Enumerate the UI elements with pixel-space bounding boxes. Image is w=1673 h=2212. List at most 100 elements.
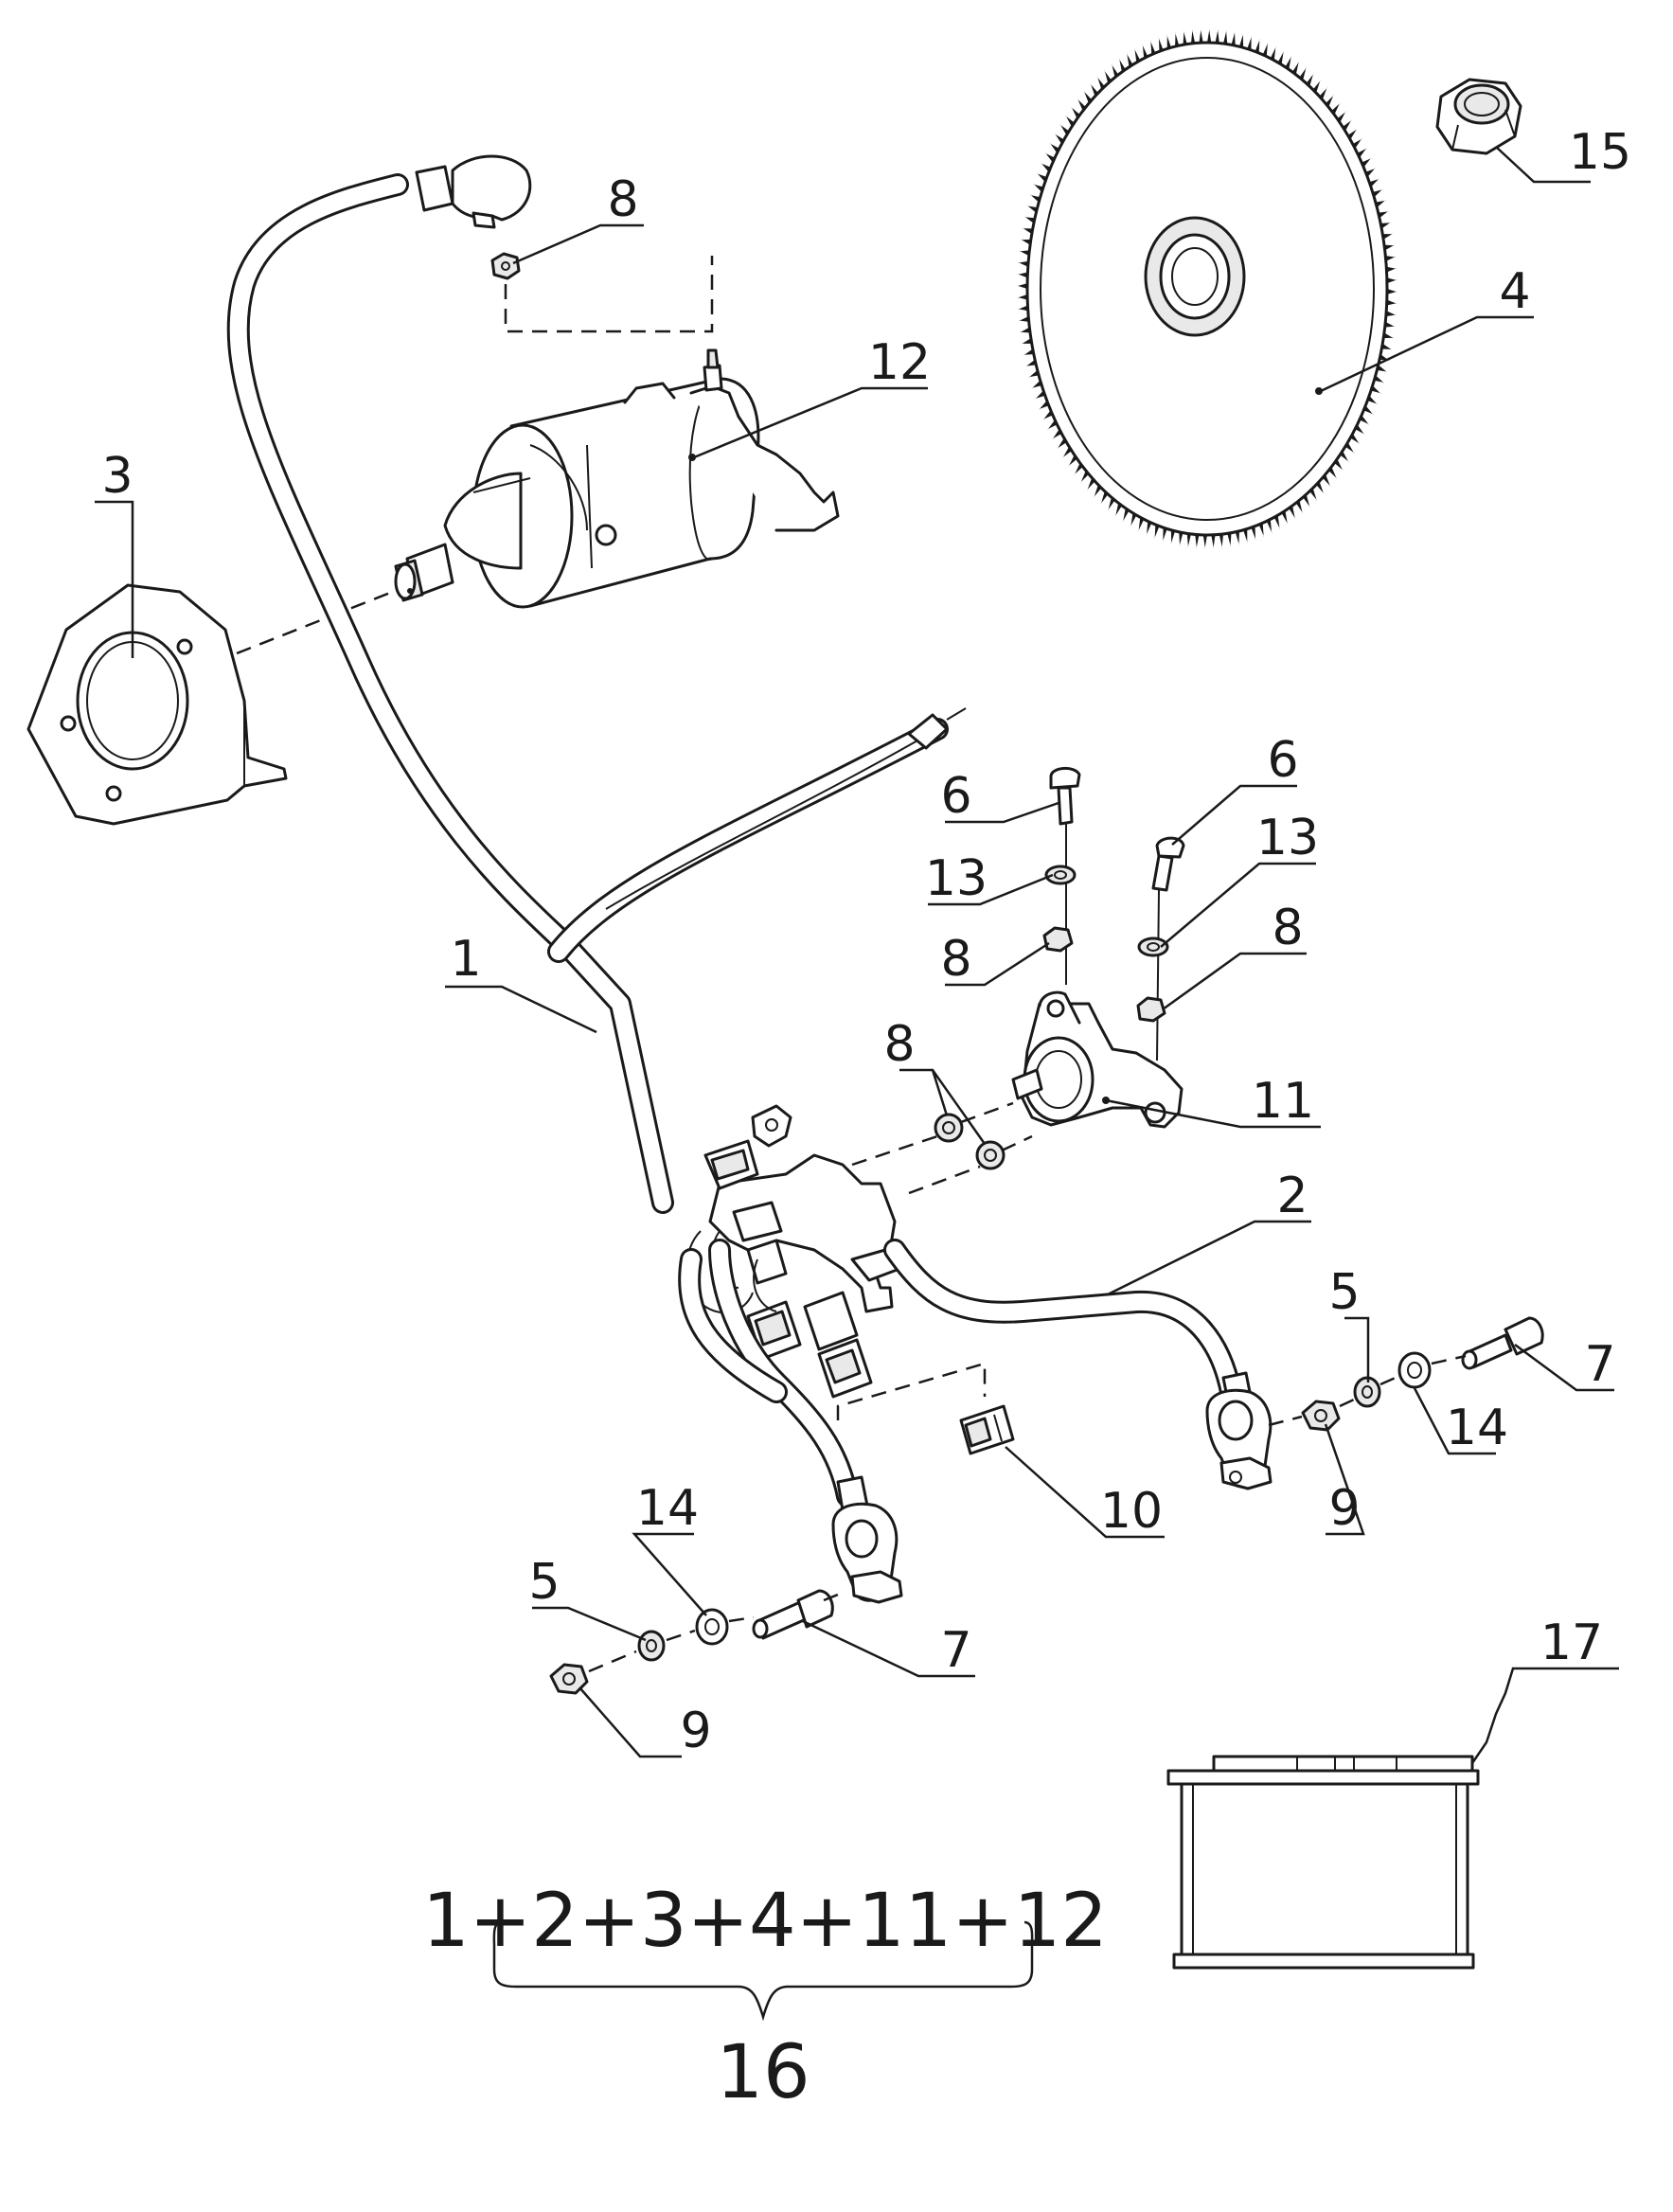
- gear-tooth: [1018, 305, 1028, 312]
- gear-tooth: [1114, 503, 1122, 517]
- gear-tooth: [1019, 250, 1030, 257]
- solenoid-axis-dash-a: [851, 1101, 1014, 1167]
- callout-6-left: 6: [940, 768, 971, 825]
- gear-tooth: [1018, 260, 1029, 267]
- callout-8-left-stack: 8: [940, 931, 971, 988]
- callout-13-right: 13: [1256, 810, 1319, 866]
- fuse-dash: [836, 1362, 987, 1420]
- callout-13-left: 13: [925, 850, 988, 907]
- gear-tooth: [1374, 375, 1384, 384]
- callout-labels: 1 2 3 4 5 5 6 6 7 7 8 8 8 8 9 9 10 11 12…: [101, 124, 1631, 1759]
- gear-tooth: [1231, 31, 1236, 46]
- part-6-13-8-stack-left: [1042, 767, 1081, 985]
- leader-lines: [95, 146, 1619, 1764]
- callout-5-left: 5: [528, 1554, 560, 1611]
- gear-tooth: [1019, 316, 1029, 322]
- gear-tooth: [1386, 299, 1397, 306]
- gear-tooth: [1158, 37, 1164, 52]
- gear-tooth: [1385, 256, 1396, 261]
- gear-tooth: [1281, 510, 1289, 525]
- gear-tooth: [1262, 43, 1269, 57]
- gear-tooth: [1166, 34, 1171, 49]
- part-12-starter-motor: [394, 348, 840, 609]
- gear-tooth: [1031, 380, 1042, 389]
- part-3-bracket: [27, 583, 288, 826]
- gear-tooth: [1285, 56, 1292, 70]
- gear-tooth: [1207, 28, 1212, 44]
- gear-tooth: [1386, 289, 1397, 294]
- callout-5-right: 5: [1328, 1264, 1360, 1321]
- gear-tooth: [1223, 30, 1228, 45]
- part-4-flywheel: [1017, 28, 1397, 549]
- gear-tooth: [1384, 321, 1396, 328]
- callout-8-right-stack: 8: [1272, 900, 1303, 956]
- gear-tooth: [1266, 519, 1273, 533]
- gear-tooth: [1235, 530, 1239, 545]
- gear-tooth: [1215, 29, 1219, 44]
- callout-17: 17: [1540, 1614, 1603, 1671]
- nut-to-terminal-dash: [504, 256, 714, 333]
- callout-1: 1: [450, 931, 481, 988]
- gear-tooth: [1023, 348, 1034, 356]
- gear-tooth: [1385, 311, 1397, 317]
- gear-tooth: [1202, 534, 1207, 549]
- gear-tooth: [1377, 365, 1387, 372]
- part-17-battery: [1166, 1755, 1480, 1970]
- gear-tooth: [1380, 222, 1391, 229]
- callout-14-right: 14: [1446, 1400, 1508, 1456]
- gear-tooth: [1150, 41, 1156, 55]
- gear-tooth: [1175, 32, 1180, 47]
- gear-tooth: [1170, 529, 1176, 544]
- gear-tooth: [1378, 210, 1389, 219]
- gear-tooth: [1382, 233, 1393, 240]
- part-2-battery-cable: [883, 1239, 1273, 1490]
- part-10-fuse: [959, 1404, 1015, 1455]
- gear-tooth: [1033, 184, 1044, 192]
- gear-tooth: [1027, 205, 1038, 213]
- gear-tooth: [1270, 46, 1276, 61]
- gear-tooth: [1247, 36, 1252, 50]
- callout-9-left: 9: [680, 1703, 711, 1759]
- gear-tooth: [1154, 525, 1160, 539]
- gear-tooth: [1372, 188, 1383, 198]
- gear-tooth: [1134, 48, 1141, 62]
- gear-tooth: [1386, 277, 1397, 284]
- gear-tooth: [1183, 30, 1187, 45]
- gear-tooth: [1186, 533, 1191, 547]
- callout-8-pair: 8: [883, 1016, 915, 1073]
- gear-tooth: [1138, 517, 1145, 531]
- solenoid-axis-dash-b: [908, 1134, 1033, 1195]
- part-6-13-8-stack-right: [1136, 836, 1185, 1061]
- gear-tooth: [1219, 533, 1224, 548]
- gear-tooth: [1289, 505, 1296, 520]
- gear-tooth: [1122, 508, 1130, 522]
- gear-tooth: [1386, 266, 1397, 273]
- gear-tooth: [1118, 58, 1126, 73]
- gear-tooth: [1022, 338, 1032, 345]
- right-terminal-hardware: [1301, 1316, 1544, 1432]
- gear-tooth: [1030, 194, 1041, 203]
- gear-tooth: [1028, 369, 1040, 378]
- part-15-nut: [1435, 78, 1522, 155]
- callout-10: 10: [1100, 1483, 1163, 1540]
- left-terminal-hardware: [549, 1589, 834, 1695]
- kit-16-group: 1+2+3+4+11+12 16: [422, 1879, 1108, 2115]
- gear-tooth: [1383, 332, 1394, 339]
- gear-tooth: [1017, 283, 1028, 289]
- gear-tooth: [1199, 28, 1203, 44]
- callout-14-left: 14: [636, 1480, 699, 1537]
- gear-tooth: [1370, 385, 1381, 394]
- gear-tooth: [1227, 532, 1232, 547]
- gear-tooth: [1277, 50, 1284, 65]
- gear-tooth: [1142, 45, 1148, 59]
- gear-tooth: [1375, 200, 1386, 208]
- gear-tooth: [1130, 512, 1137, 527]
- gear-tooth: [1258, 523, 1264, 537]
- gear-tooth: [1146, 521, 1152, 535]
- callout-7-right: 7: [1584, 1336, 1615, 1393]
- gear-tooth: [1383, 244, 1395, 251]
- callout-2: 2: [1276, 1168, 1308, 1224]
- gear-tooth: [1238, 33, 1244, 48]
